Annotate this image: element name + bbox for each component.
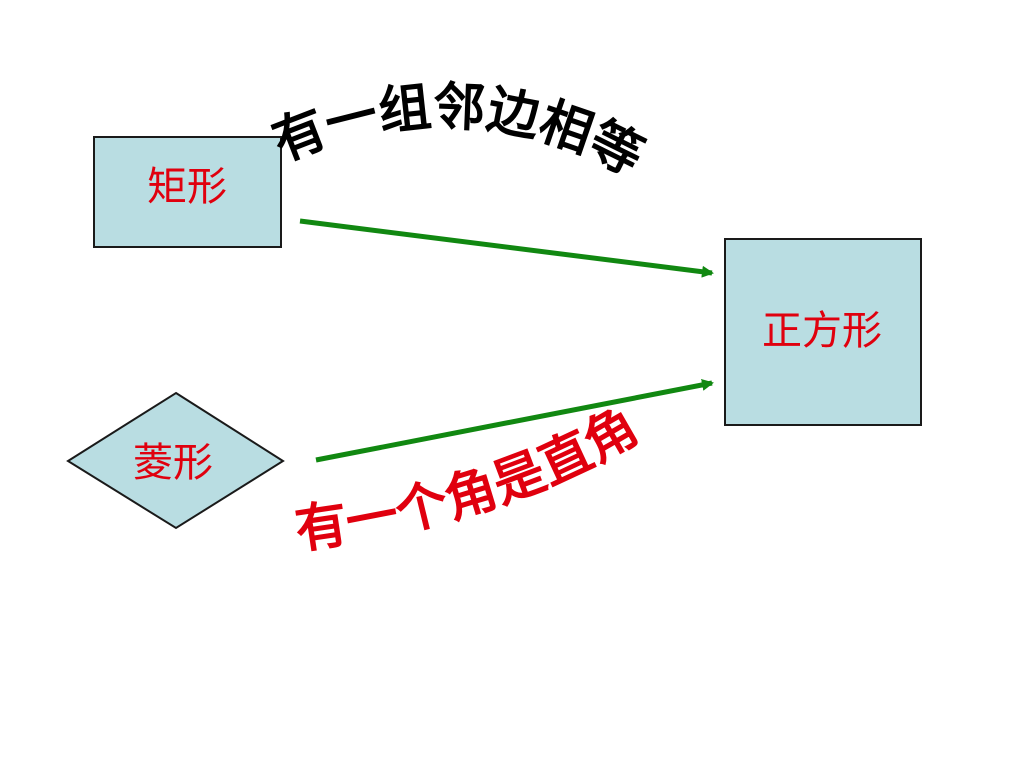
rectangle-box xyxy=(93,136,282,248)
square-node: 正方形 xyxy=(724,238,922,426)
square-label: 正方形 xyxy=(762,308,882,354)
edge-label-adjacent-sides-equal: 有一组邻边相等 xyxy=(265,77,653,188)
rhombus-shape xyxy=(66,391,285,530)
rectangle-node: 矩形 xyxy=(93,136,282,248)
rhombus-label: 菱形 xyxy=(133,440,213,486)
edge-label-one-right-angle: 有一个角是直角 xyxy=(292,397,649,561)
square-box xyxy=(724,238,922,426)
arrow-rectangle-to-square xyxy=(299,218,714,278)
rectangle-label: 矩形 xyxy=(147,164,227,210)
arrow-rhombus-to-square xyxy=(315,379,714,463)
rhombus-node: 菱形 xyxy=(66,391,285,530)
